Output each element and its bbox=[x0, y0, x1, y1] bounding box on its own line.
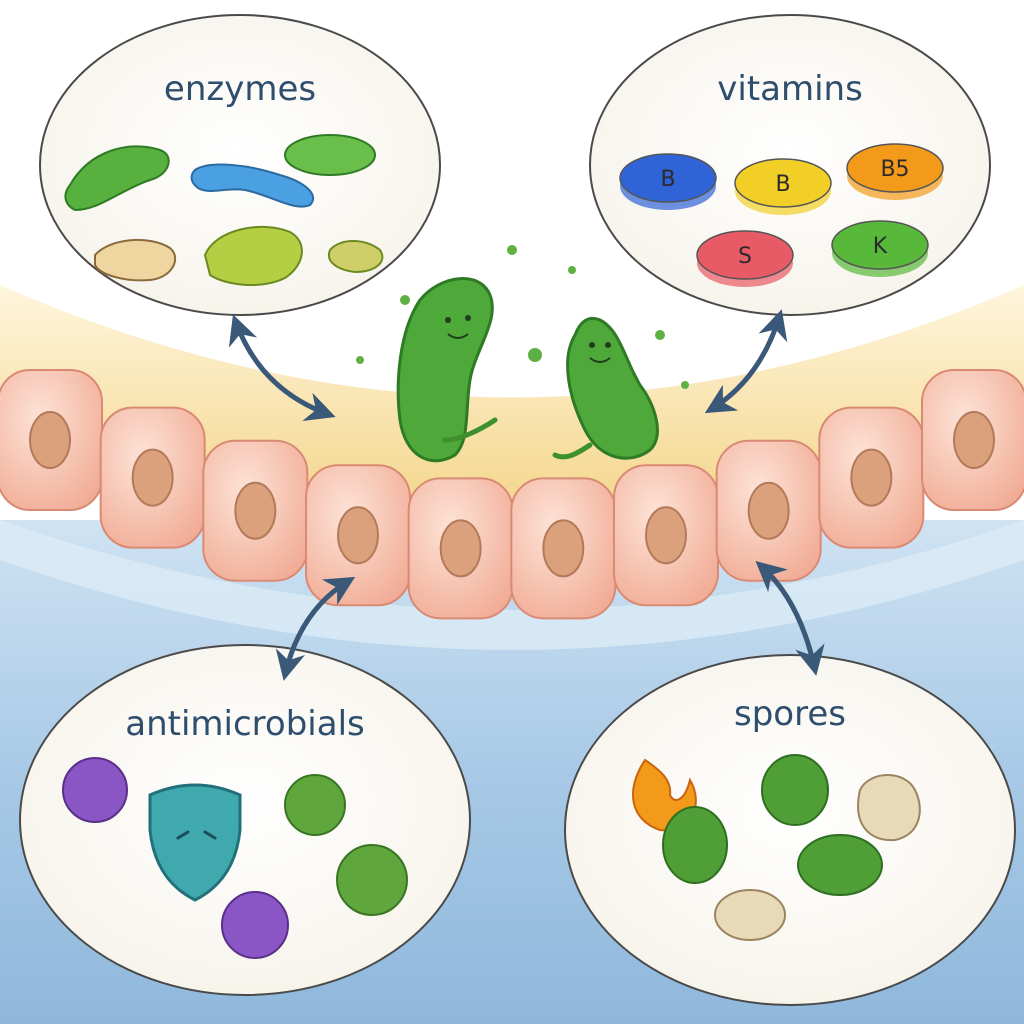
virus-green-icon bbox=[284, 774, 346, 836]
spore-large-icon bbox=[797, 834, 883, 896]
arrow-antimicrobials bbox=[275, 576, 356, 681]
cell-nucleus bbox=[439, 519, 482, 578]
vitamin-pill-icon: B bbox=[734, 158, 832, 215]
virus-purple-small-icon bbox=[221, 891, 289, 959]
vitamin-pill-letter: B bbox=[775, 172, 790, 197]
cell-nucleus bbox=[850, 448, 893, 507]
vitamin-pill-letter: B bbox=[660, 167, 675, 192]
enzyme-small-icon bbox=[327, 240, 384, 274]
cell-nucleus bbox=[542, 519, 585, 578]
bubble-vitamins-label: vitamins bbox=[717, 69, 863, 109]
epithelial-cell-row bbox=[0, 369, 1024, 620]
spore-top-icon bbox=[761, 754, 829, 826]
cell-nucleus bbox=[747, 481, 790, 540]
spore-shell-icon bbox=[857, 774, 921, 842]
vitamin-pill-icon: B bbox=[619, 153, 717, 210]
bubble-antimicrobials: antimicrobials bbox=[19, 644, 471, 996]
bubble-enzymes: enzymes bbox=[39, 14, 441, 316]
vitamin-pill-icon: S bbox=[696, 230, 794, 287]
shield-icon bbox=[148, 783, 242, 902]
cell-nucleus bbox=[29, 411, 71, 469]
bacterium-left bbox=[396, 277, 498, 463]
spore-icon bbox=[662, 806, 728, 884]
enzyme-green-icon bbox=[64, 145, 170, 212]
bubble-antimicrobials-label: antimicrobials bbox=[125, 704, 364, 744]
vitamin-pill-icon: B5 bbox=[846, 143, 944, 200]
virus-green-large-icon bbox=[336, 844, 408, 916]
vitamin-pill-icon: K bbox=[831, 220, 929, 277]
cell-nucleus bbox=[131, 448, 174, 507]
vitamin-pill-letter: K bbox=[873, 234, 888, 259]
enzyme-yellow-green-icon bbox=[203, 225, 303, 287]
vitamin-pill-letter: S bbox=[738, 244, 752, 269]
bubble-vitamins: vitamins B B B5S K bbox=[589, 14, 991, 316]
spore-shell-bottom-icon bbox=[714, 889, 786, 941]
arrow-spores bbox=[755, 561, 825, 676]
arrow-enzymes bbox=[228, 314, 336, 422]
bubble-enzymes-label: enzymes bbox=[164, 69, 316, 109]
cell-nucleus bbox=[953, 411, 995, 469]
enzyme-capsule-icon bbox=[284, 134, 376, 176]
enzyme-blue-icon bbox=[190, 163, 315, 208]
bacterium-right bbox=[552, 316, 659, 460]
arrow-vitamins bbox=[704, 309, 788, 414]
cell-nucleus bbox=[337, 506, 379, 565]
virus-purple-icon bbox=[62, 757, 128, 823]
bubble-spores: spores bbox=[564, 654, 1016, 1006]
metabolite-dots bbox=[356, 245, 689, 389]
vitamin-pill-letter: B5 bbox=[880, 157, 909, 182]
enzyme-tan-icon bbox=[94, 238, 177, 282]
cell-nucleus bbox=[645, 506, 687, 565]
bubble-spores-label: spores bbox=[734, 694, 846, 734]
cell-nucleus bbox=[234, 481, 277, 540]
